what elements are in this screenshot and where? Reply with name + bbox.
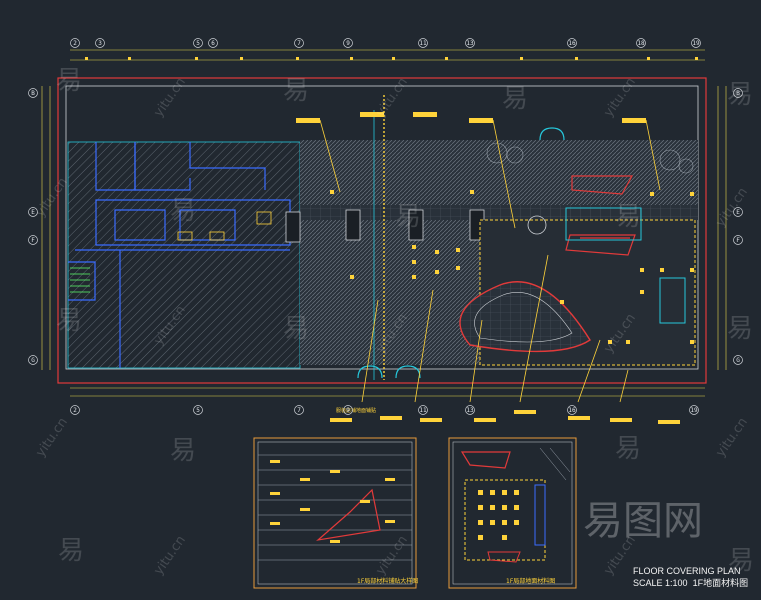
grid-bubble: 7 (294, 405, 304, 415)
plan-title-cn: 1F地面材料图 (692, 578, 749, 588)
top-dimension-ticks (85, 57, 698, 60)
watermark-brand: 易图网 (583, 498, 703, 544)
grid-bubble: 16 (567, 405, 577, 415)
site-boundary (57, 77, 707, 384)
grid-bubble-label: B (31, 90, 35, 97)
grid-bubble: 19 (691, 38, 701, 48)
detail-right-label: 1F局部地面材料图 (506, 577, 555, 585)
grid-bubble: B (733, 88, 743, 98)
grid-bubble: 2 (70, 38, 80, 48)
grid-bubble-label: 19 (692, 40, 700, 47)
grid-bubble-label: G (736, 357, 740, 364)
grid-bubbles-bottom: 2 5 7 9 11 13 16 19 (70, 405, 699, 415)
grid-bubble-label: 3 (98, 40, 102, 47)
corridor-strip (300, 205, 698, 220)
grid-bubble-label: G (31, 357, 35, 364)
grid-bubble: G (733, 355, 743, 365)
entrance-doors (357, 127, 565, 379)
service-area-hatch (67, 141, 301, 369)
grid-bubble: 9 (343, 38, 353, 48)
grid-bubble-label: 6 (211, 40, 215, 47)
plan-title-en: FLOOR COVERING PLAN (633, 566, 741, 576)
fixture-marks (177, 211, 272, 241)
display-counters (565, 175, 636, 256)
leader-lines-bottom (361, 254, 629, 403)
grid-bubble: 13 (465, 405, 475, 415)
side-dimension-lines (41, 86, 727, 370)
building-outline (65, 85, 699, 370)
cashier-block (565, 207, 686, 324)
grid-bubble-label: B (736, 90, 740, 97)
grid-bubble: 6 (208, 38, 218, 48)
grid-bubble: 18 (636, 38, 646, 48)
grid-bubble: E (733, 207, 743, 217)
grid-bubble-label: 16 (568, 407, 576, 414)
grid-bubble-label: E (31, 209, 35, 216)
grid-bubble-label: 7 (297, 407, 301, 414)
grid-bubble: 9 (343, 405, 353, 415)
grid-bubbles-top: 2 3 5 6 7 9 11 13 16 18 19 (70, 38, 701, 48)
grid-bubble-label: 19 (690, 407, 698, 414)
grid-bubble-label: 16 (568, 40, 576, 47)
grid-bubble-label: 13 (466, 40, 474, 47)
detail-left-label: 1F局部材料铺贴大样图 (357, 577, 418, 585)
grid-bubble-label: 2 (73, 407, 77, 414)
round-display (527, 215, 547, 235)
grid-bubble: 11 (418, 405, 428, 415)
leader-tags-bottom (330, 410, 680, 424)
grid-bubbles-left: B E F G (28, 88, 38, 365)
stair-symbols (70, 267, 90, 293)
feature-island (459, 281, 591, 353)
grid-bubble-label: 18 (637, 40, 645, 47)
grid-bubble-label: 7 (297, 40, 301, 47)
planters (486, 142, 694, 174)
grid-bubble-label: 2 (73, 40, 77, 47)
grid-bubble-label: 9 (346, 407, 350, 414)
grid-bubble: 2 (70, 405, 80, 415)
detail-panel-right (448, 437, 577, 589)
leader-lines-top (319, 119, 661, 229)
feature-island-inner (474, 292, 573, 343)
material-tag-dots (330, 190, 694, 344)
grid-bubble-label: E (736, 209, 740, 216)
grid-bubble-label: 5 (196, 407, 200, 414)
plan-scale: SCALE 1:100 (633, 578, 688, 588)
grid-bubbles-right: B E F G (733, 88, 743, 365)
grid-bubble-label: F (31, 237, 35, 244)
grid-bubble: 19 (689, 405, 699, 415)
grid-bubble: F (733, 235, 743, 245)
grid-bubble: 5 (193, 38, 203, 48)
grid-bubble-label: 9 (346, 40, 350, 47)
grid-bubble-label: 11 (419, 40, 427, 47)
bottom-dimension-lines (70, 387, 705, 397)
retail-floor-hatch (300, 220, 480, 365)
grid-bubble: E (28, 207, 38, 217)
annotation-label: 服装店铺地面铺贴 (336, 407, 376, 414)
grid-bubble: F (28, 235, 38, 245)
service-walls (68, 142, 291, 368)
detail-panel-left (253, 437, 417, 589)
top-dimension-lines (70, 49, 705, 61)
grid-bubble: 11 (418, 38, 428, 48)
grid-bubble: B (28, 88, 38, 98)
plan-scale-and-title: SCALE 1:100 1F地面材料图 (633, 576, 748, 589)
grid-bubble-label: F (736, 237, 740, 244)
grid-bubble: G (28, 355, 38, 365)
grid-bubble-label: 11 (419, 407, 427, 414)
grid-bubble: 3 (95, 38, 105, 48)
leader-tags-top (296, 112, 646, 123)
grid-bubble-label: 5 (196, 40, 200, 47)
grid-bubble: 16 (567, 38, 577, 48)
grid-bubble-label: 13 (466, 407, 474, 414)
grid-bubble: 7 (294, 38, 304, 48)
grid-bubble: 13 (465, 38, 475, 48)
grid-bubble: 5 (193, 405, 203, 415)
